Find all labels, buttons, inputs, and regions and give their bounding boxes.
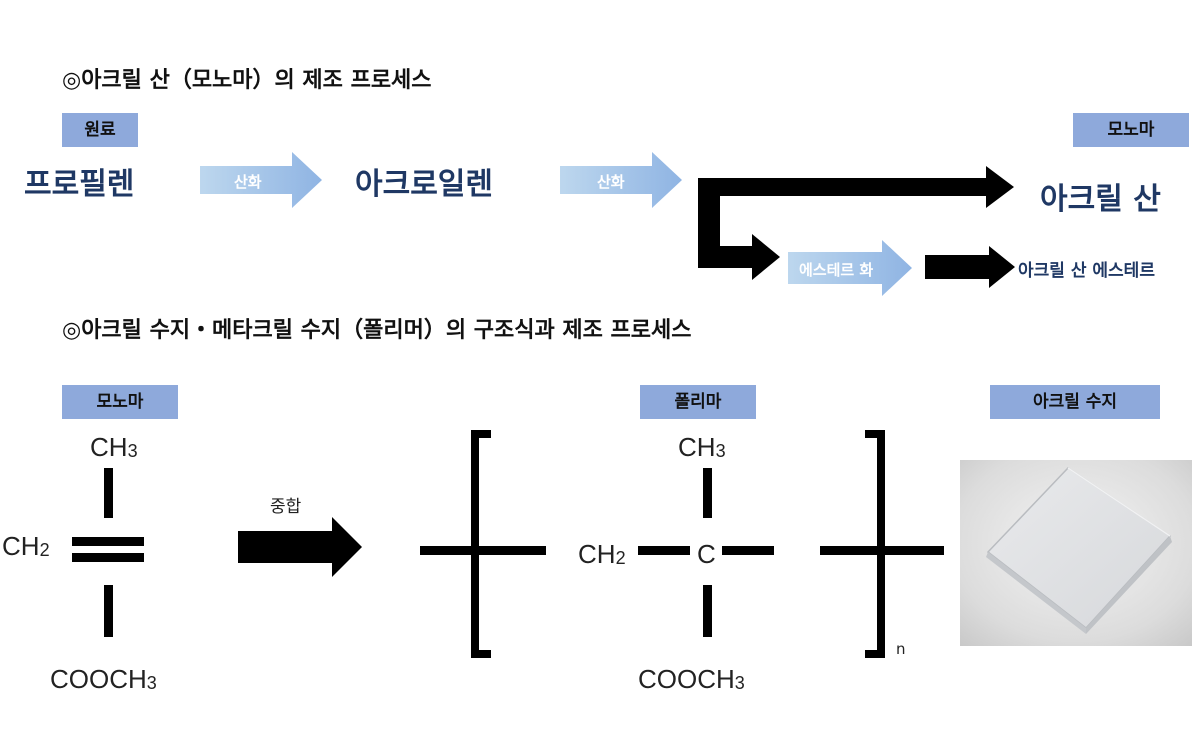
esterification-arrow [788,240,912,296]
polymerization-label: 중합 [270,497,302,517]
polymer-bond-top [703,468,712,518]
oxidation-arrow-2 [560,152,682,208]
oxidation-label-2: 산화 [597,173,625,191]
tag-raw-material: 원료 [62,113,138,147]
esterification-label: 에스테르 화 [799,261,874,279]
acrylic-sheet-photo [960,460,1192,646]
polymer-bond-right [722,546,774,555]
polymer-right-bond [820,546,944,555]
left-bracket-top [471,430,491,438]
monomer-ch3: CH3 [90,432,138,462]
tag-acrylic-resin: 아크릴 수지 [990,385,1160,419]
tag-monomer-top: 모노마 [1073,113,1189,147]
polymer-left-bond [420,546,546,555]
right-bracket-top [865,430,885,438]
monomer-double-bond-1 [72,537,144,546]
polymer-carbon: C [697,539,716,569]
propylene-label: 프로필렌 [24,167,135,202]
repeat-n: n [896,640,906,658]
oxidation-label-1: 산화 [234,173,262,191]
polymerization-arrow [238,517,362,577]
polymer-bond-left [638,546,690,555]
monomer-ch2: CH2 [2,531,50,561]
acrylic-acid-label: 아크릴 산 [1040,182,1161,217]
right-bracket [877,430,885,658]
polymer-ch2: CH2 [578,539,626,569]
polymer-bond-bottom [703,585,712,637]
section2-title: ◎아크릴 수지・메타크릴 수지（폴리머）의 구조식과 제조 프로세스 [62,318,692,343]
acrylic-ester-label: 아크릴 산 에스테르 [1018,261,1155,281]
tag-monomer-bottom: 모노마 [62,385,178,419]
monomer-cooch3: COOCH3 [50,664,157,694]
monomer-bond-top [104,468,113,518]
oxidation-arrow-1 [200,152,322,208]
acrolein-label: 아크로일렌 [355,167,493,202]
section1-title: ◎아크릴 산（모노마）의 제조 프로세스 [62,68,432,93]
process-flow-arrows [698,166,1014,280]
polymer-ch3: CH3 [678,432,726,462]
polymer-cooch3: COOCH3 [638,664,745,694]
monomer-double-bond-2 [72,553,144,562]
monomer-bond-bottom [104,585,113,637]
ester-arrow [925,246,1015,288]
left-bracket-bottom [471,650,491,658]
tag-polymer: 폴리마 [640,385,756,419]
right-bracket-bottom [865,650,885,658]
left-bracket [471,430,479,658]
